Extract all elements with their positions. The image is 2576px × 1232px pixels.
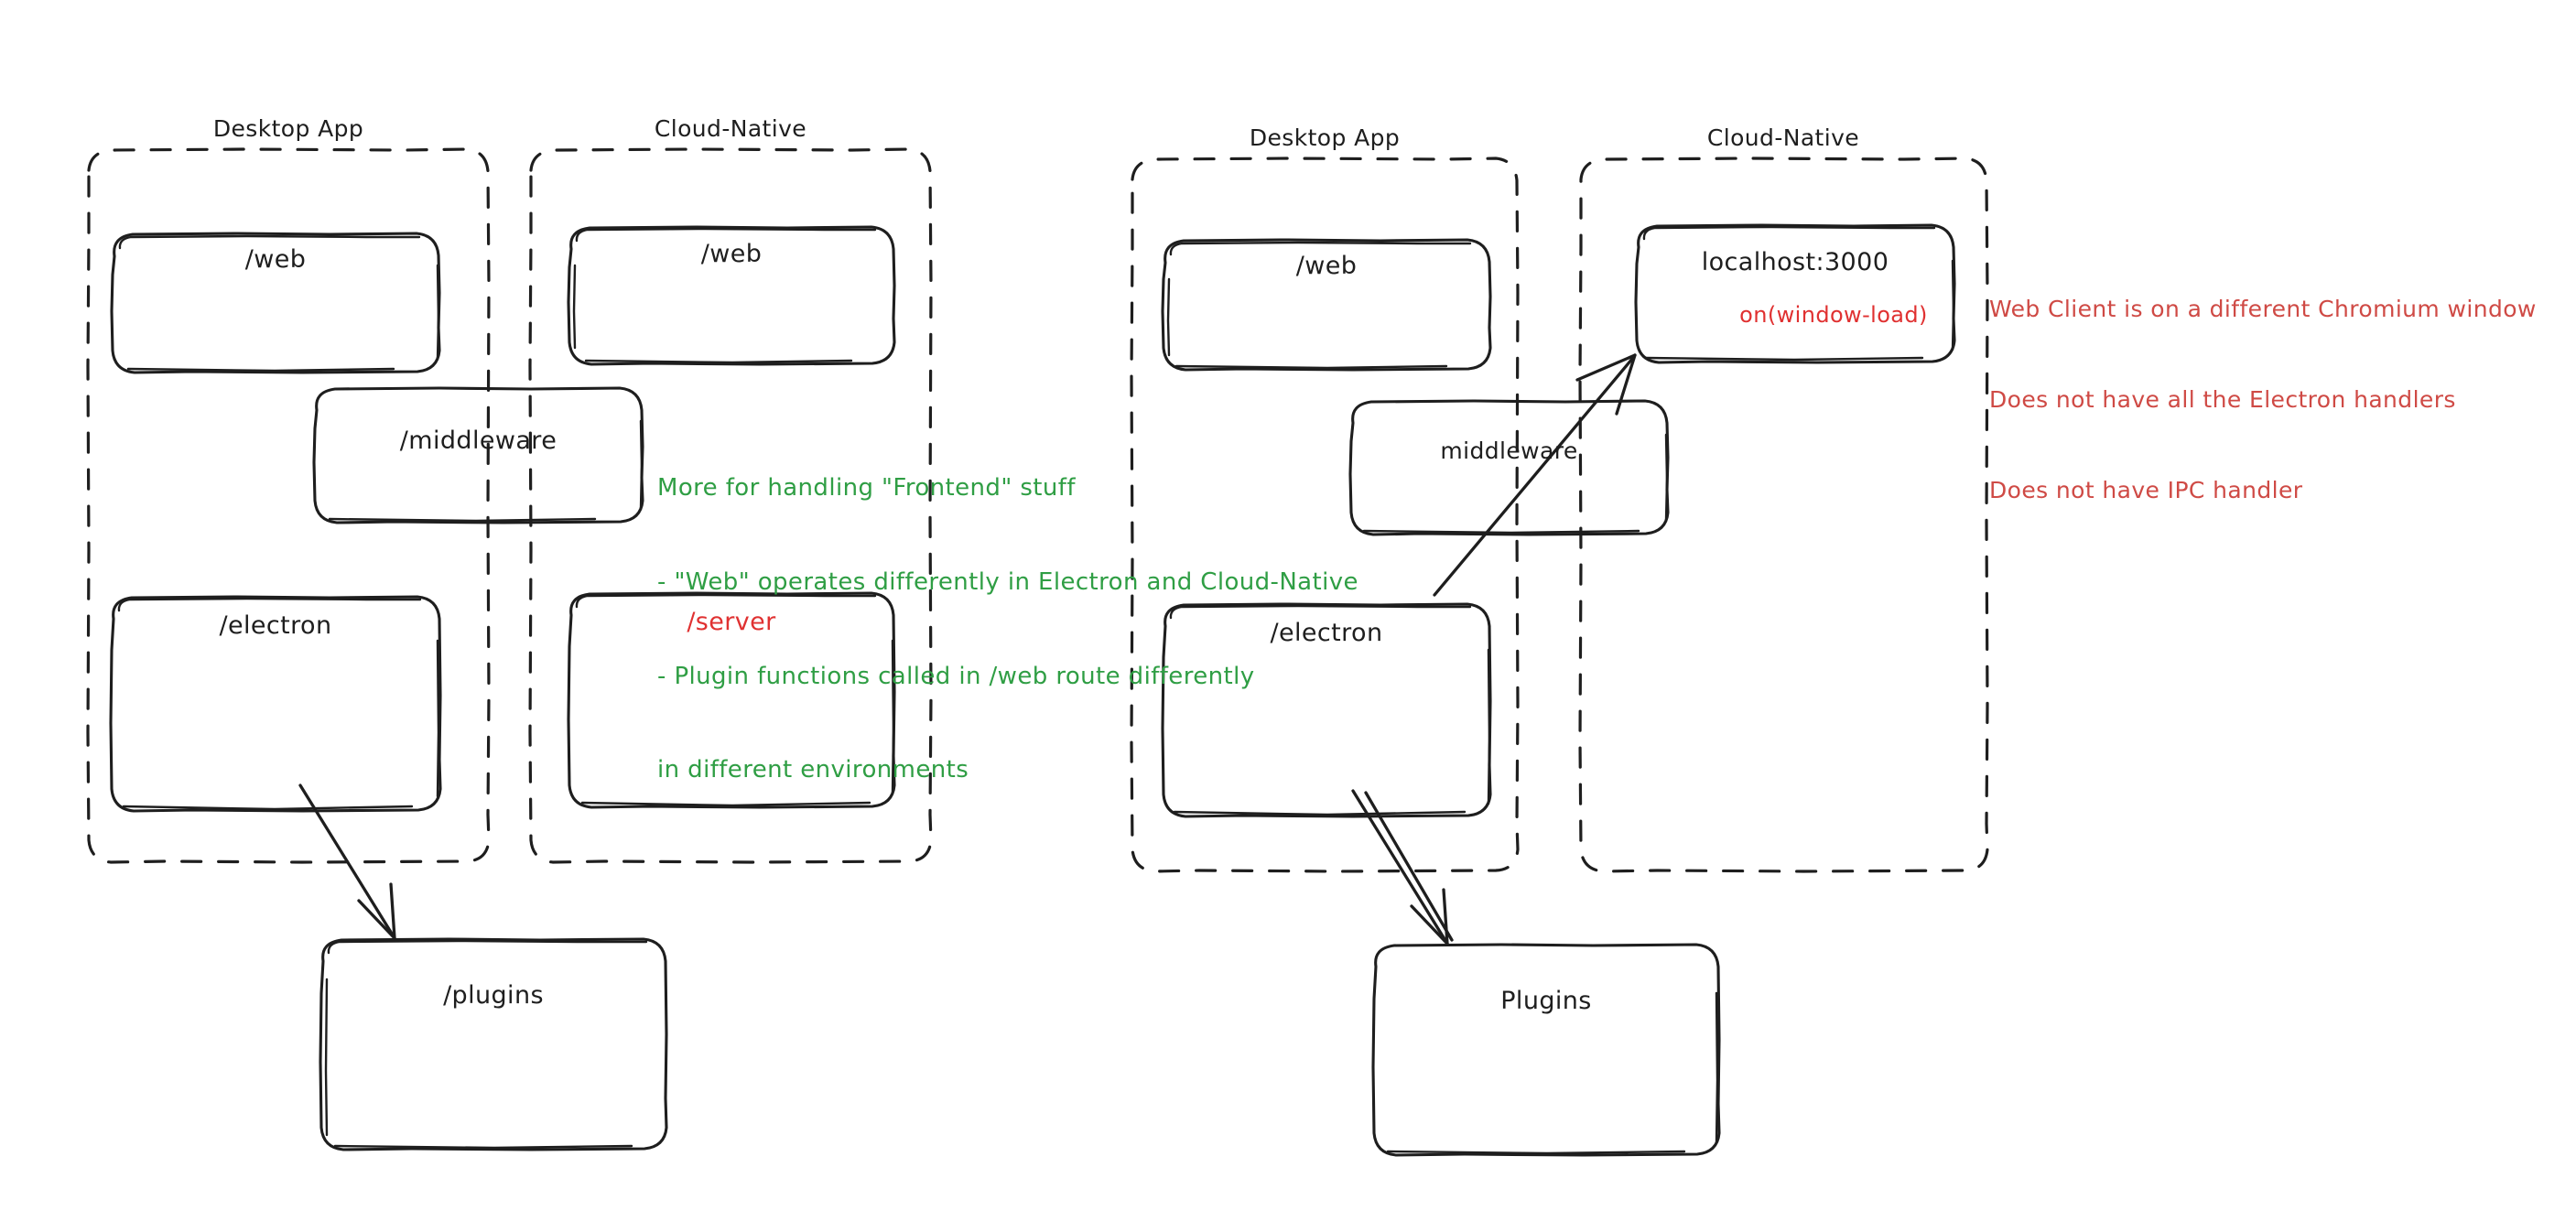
left-electron-label[interactable]: /electron xyxy=(219,611,332,640)
left-electron-to-plugins-arrow xyxy=(298,784,396,940)
red-note-line-2: Does not have all the Electron handlers xyxy=(1989,386,2456,413)
green-annotation-note[interactable]: More for handling "Frontend" stuff - "We… xyxy=(657,409,1358,848)
right-desktop-web-label[interactable]: /web xyxy=(1295,252,1358,280)
left-middleware-box xyxy=(312,386,644,524)
left-plugins-box xyxy=(319,937,668,1151)
left-server-label[interactable]: /server xyxy=(687,608,776,636)
right-cloud-native-title: Cloud-Native xyxy=(1706,124,1860,151)
green-note-line-2: - "Web" operates differently in Electron… xyxy=(657,567,1358,596)
red-annotation-note[interactable]: Web Client is on a different Chromium wi… xyxy=(1989,233,2537,566)
red-note-line-3: Does not have IPC handler xyxy=(1989,477,2303,503)
right-localhost-sublabel[interactable]: on(window-load) xyxy=(1739,302,1928,328)
left-plugins-label[interactable]: /plugins xyxy=(443,981,544,1010)
green-note-line-3: - Plugin functions called in /web route … xyxy=(657,662,1255,690)
left-desktop-app-title: Desktop App xyxy=(212,115,364,142)
red-note-line-1: Web Client is on a different Chromium wi… xyxy=(1989,296,2537,322)
right-plugins-label[interactable]: Plugins xyxy=(1500,987,1592,1015)
right-desktop-app-title: Desktop App xyxy=(1249,124,1401,151)
left-middleware-label[interactable]: /middleware xyxy=(399,427,557,455)
right-middleware-box xyxy=(1348,399,1670,536)
green-note-line-4: in different environments xyxy=(657,756,969,784)
right-electron-to-plugins-arrow xyxy=(1351,789,1454,946)
right-electron-label[interactable]: /electron xyxy=(1270,619,1383,647)
green-note-line-1: More for handling "Frontend" stuff xyxy=(657,473,1076,502)
left-desktop-web-label[interactable]: /web xyxy=(244,245,307,274)
right-plugins-box xyxy=(1371,943,1721,1157)
right-localhost-box xyxy=(1634,223,1956,364)
left-cloud-web-label[interactable]: /web xyxy=(700,240,763,268)
left-cloud-native-title: Cloud-Native xyxy=(654,115,807,142)
right-electron-to-localhost-arrow xyxy=(1433,353,1637,597)
right-localhost-label[interactable]: localhost:3000 xyxy=(1701,248,1889,276)
right-middleware-label[interactable]: middleware xyxy=(1440,438,1578,464)
